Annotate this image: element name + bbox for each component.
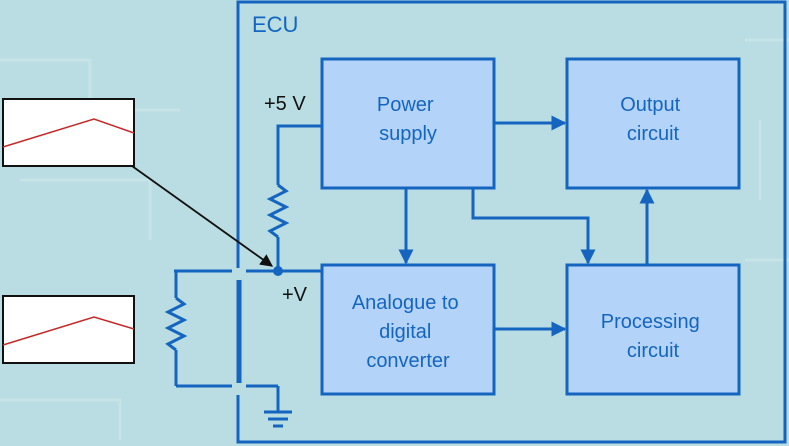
sensor-resistor xyxy=(164,296,188,352)
svg-text:Processing circuit: Processing circuit xyxy=(601,311,706,362)
output-circuit-block: Output circuit xyxy=(565,57,741,190)
supply-voltage-label: +5 V xyxy=(264,93,306,115)
graph-bottom-trace xyxy=(2,316,135,346)
ecu-boundary xyxy=(236,0,787,444)
signal-arrows xyxy=(398,115,655,337)
svg-text:Power supply: Power supply xyxy=(377,94,439,145)
adc-label-line1: Analogue to xyxy=(352,292,459,314)
pullup-resistor xyxy=(266,183,290,239)
junction-node xyxy=(273,266,283,276)
processing-label-line1: Processing xyxy=(601,311,700,333)
output-circuit-label-line1: Output xyxy=(620,94,680,116)
signal-voltage-label: +V xyxy=(282,284,308,306)
adc-label-line3: converter xyxy=(366,350,450,372)
ground-symbol xyxy=(264,410,292,428)
adc-label-line2: digital xyxy=(379,321,431,343)
adc-block: Analogue to digital converter xyxy=(320,263,496,396)
arrow-power-to-processing xyxy=(471,188,596,265)
signal-graph-top xyxy=(2,98,135,167)
connector-break xyxy=(232,268,246,395)
ecu-label: ECU xyxy=(252,12,298,37)
power-supply-label-line2: supply xyxy=(379,123,437,145)
svg-text:Analogue to digital: Analogue to digital converter xyxy=(352,292,464,372)
output-circuit-label-line2: circuit xyxy=(627,123,680,145)
power-supply-label-line1: Power xyxy=(377,94,434,116)
processing-label-line2: circuit xyxy=(627,340,680,362)
supply-wiring xyxy=(174,124,322,273)
signal-graph-bottom xyxy=(2,295,135,364)
sensor-wiring xyxy=(164,271,280,412)
pointer-arrow xyxy=(131,165,274,267)
svg-text:Output circuit: Output circuit xyxy=(620,94,686,145)
power-supply-block: Power supply xyxy=(320,57,496,190)
processing-circuit-block: Processing circuit xyxy=(565,263,741,396)
graph-top-trace xyxy=(2,118,135,148)
